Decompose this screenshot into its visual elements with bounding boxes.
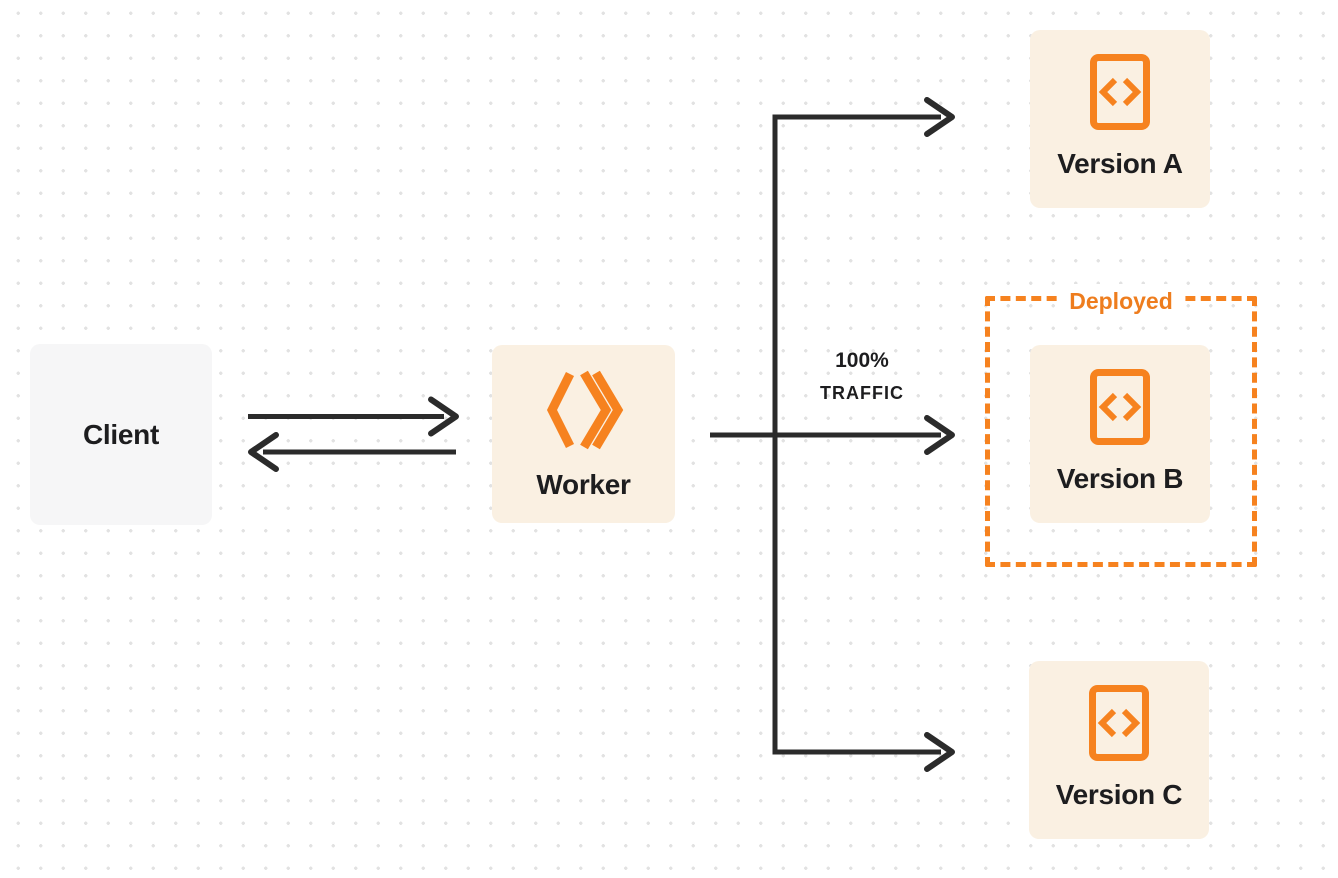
node-worker: Worker (492, 345, 675, 523)
traffic-label: 100% TRAFFIC (820, 350, 904, 402)
deployed-label: Deployed (1057, 284, 1185, 318)
version-c-label: Version C (1055, 779, 1183, 810)
worker-label: Worker (536, 469, 631, 500)
traffic-percent: 100% (835, 349, 889, 372)
branch-elbow-lines (772, 114, 941, 755)
code-document-icon (1089, 685, 1149, 761)
version-b-label: Version B (1056, 463, 1184, 494)
node-version-c: Version C (1029, 661, 1209, 839)
code-document-icon (1090, 369, 1150, 445)
code-document-icon (1090, 54, 1150, 130)
node-version-b: Version B (1030, 345, 1210, 523)
client-label: Client (83, 418, 159, 450)
deployed-dashed-outline: Deployed (985, 284, 1257, 567)
arrow-to-version-a-head (924, 97, 955, 137)
arrow-worker-to-client-head (248, 432, 279, 472)
node-version-a: Version A (1030, 30, 1210, 208)
arrow-to-version-c-head (924, 732, 955, 772)
arrow-client-to-worker-head (428, 396, 459, 437)
node-client: Client (30, 344, 212, 525)
traffic-word: TRAFFIC (820, 383, 904, 403)
workers-logo-icon (546, 370, 623, 450)
version-a-label: Version A (1057, 148, 1183, 179)
arrow-worker-to-version-b-head (924, 415, 955, 455)
